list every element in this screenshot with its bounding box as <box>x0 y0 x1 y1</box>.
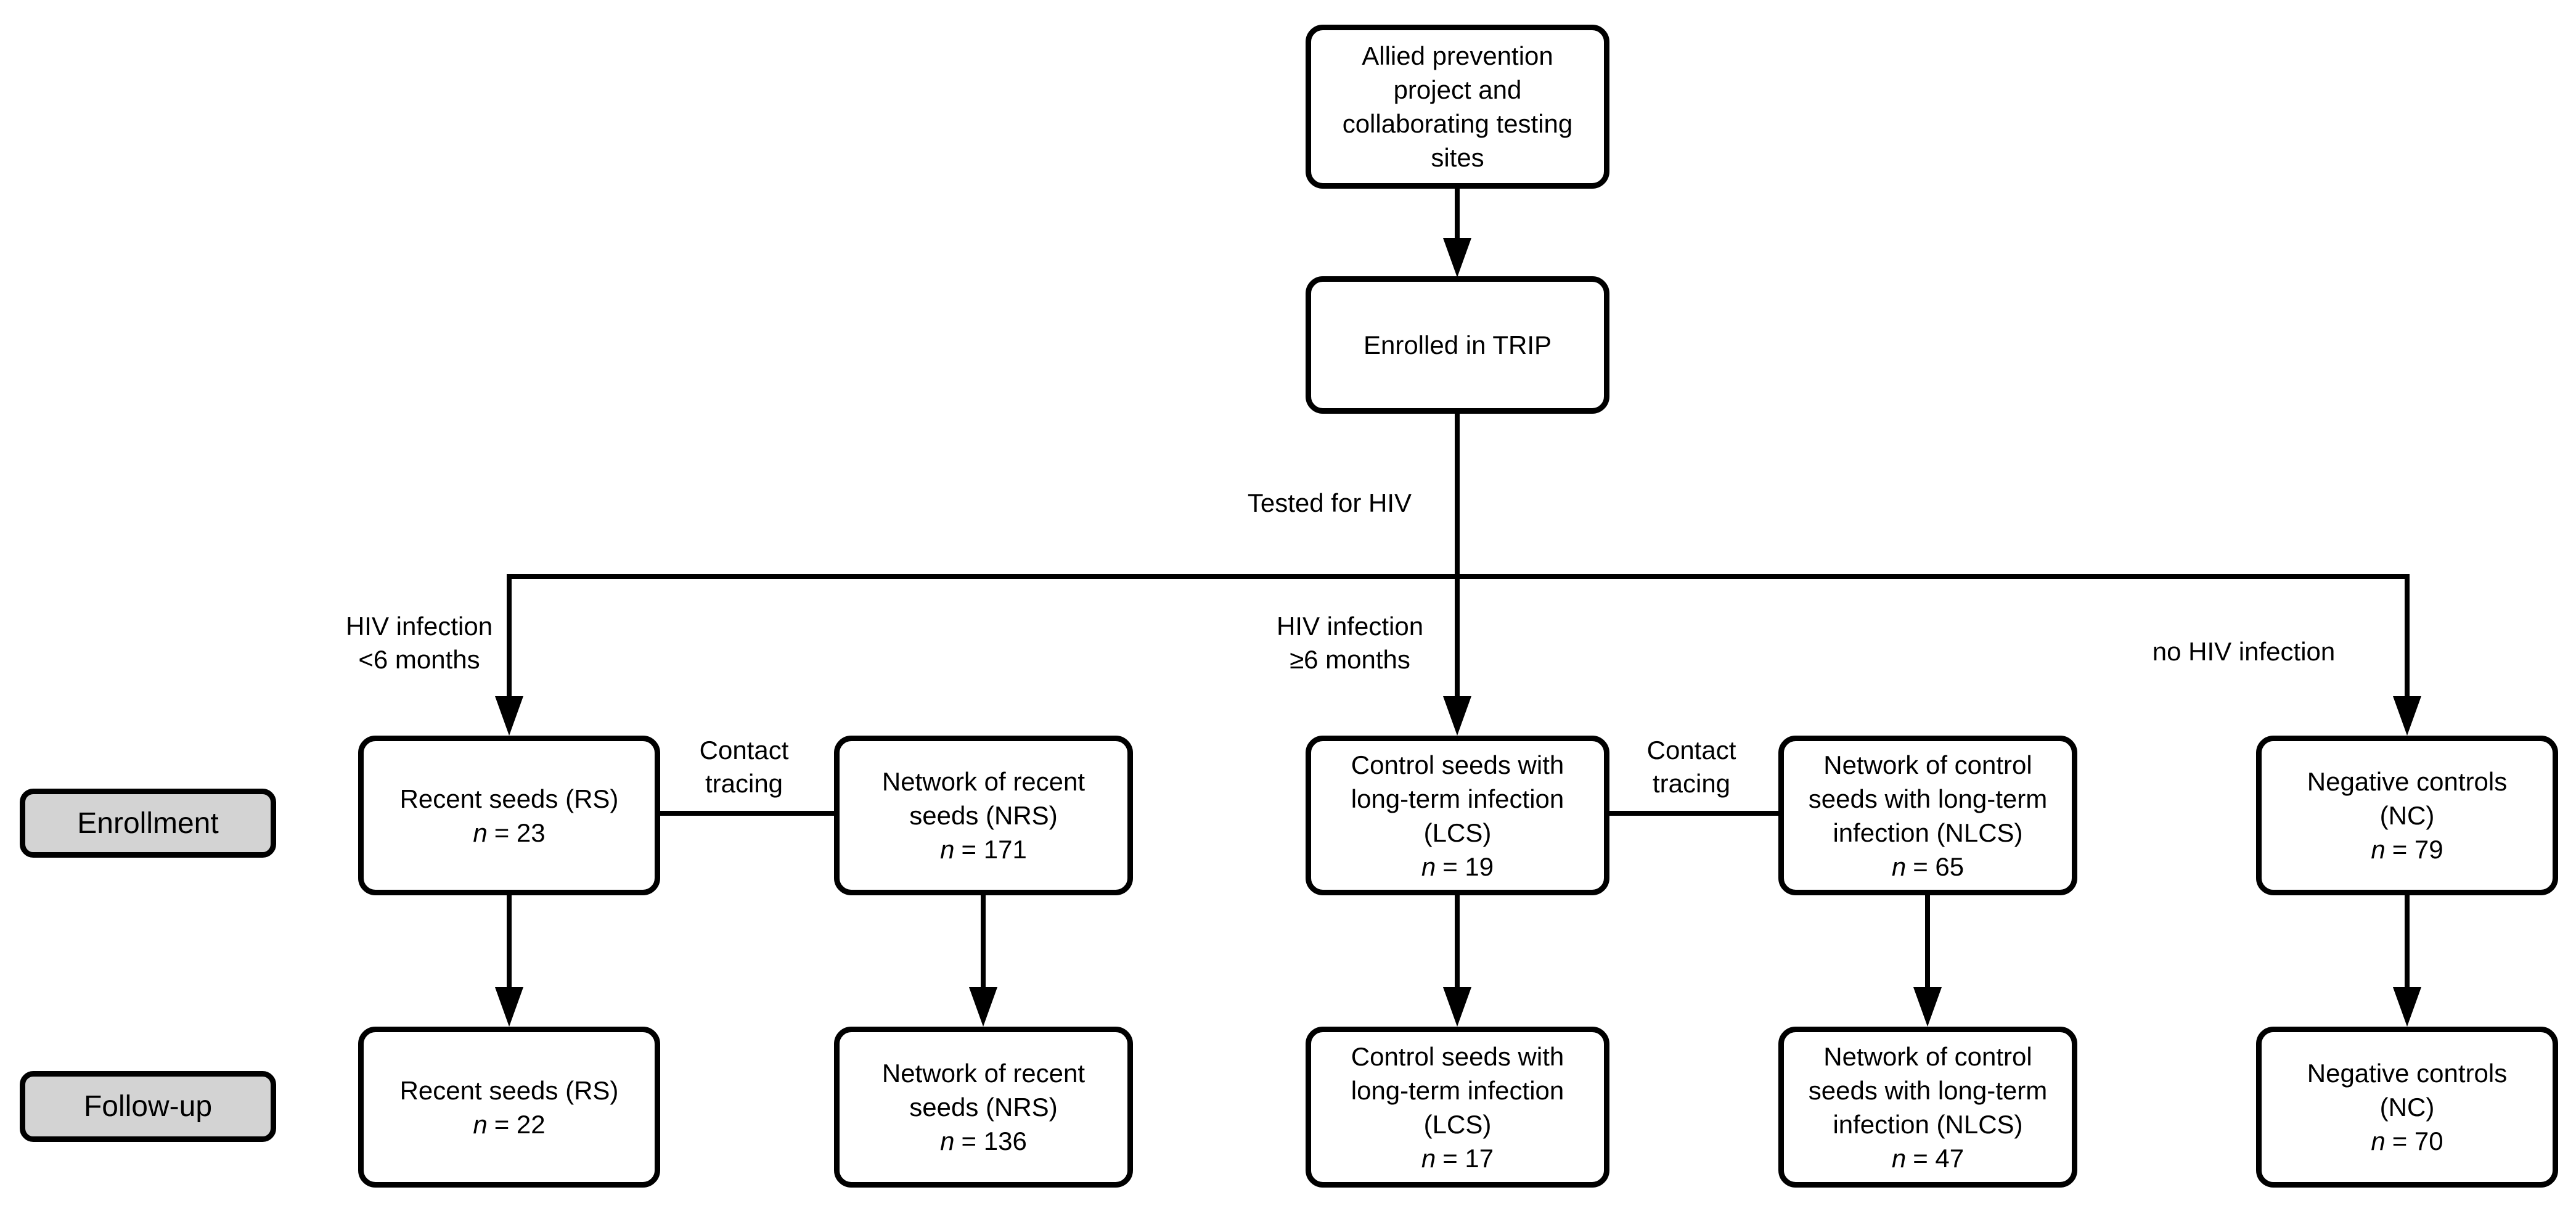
connector-contact-tracing-left <box>660 811 834 816</box>
stage-label-text: Enrollment <box>77 807 219 840</box>
stage-label-followup: Follow-up <box>20 1071 276 1142</box>
arrow-down-icon <box>1443 238 1471 277</box>
arrow-down-icon <box>2393 987 2421 1027</box>
edge-label-no-hiv-infection: no HIV infection <box>2152 637 2336 666</box>
stage-label-enrollment: Enrollment <box>20 789 276 858</box>
node-count: n= 79 <box>2371 832 2443 866</box>
node-label: Network of control seeds with long-term … <box>1808 1041 2048 1139</box>
connector-branch-recent <box>507 574 512 696</box>
node-enrollment-nc: Negative controls (NC) n= 79 <box>2256 736 2558 895</box>
node-label: Control seeds with long-term infection (… <box>1351 1041 1564 1139</box>
node-label: Negative controls (NC) <box>2307 1059 2508 1122</box>
node-followup-rs: Recent seeds (RS) n= 22 <box>358 1027 660 1188</box>
node-count: n= 19 <box>1421 850 1494 884</box>
stage-label-text: Follow-up <box>83 1090 213 1123</box>
node-count: n= 17 <box>1421 1141 1494 1175</box>
n-symbol: n <box>2371 1127 2386 1156</box>
edge-label-contact-tracing-left: Contact tracing <box>699 736 789 798</box>
node-followup-lcs: Control seeds with long-term infection (… <box>1306 1027 1609 1188</box>
node-count: n= 47 <box>1892 1141 1964 1175</box>
connector-enrolled-lcs <box>1455 414 1460 697</box>
arrow-down-icon <box>495 696 523 736</box>
node-count: n= 171 <box>940 832 1027 866</box>
arrow-down-icon <box>1913 987 1942 1027</box>
node-enrolled-in-trip: Enrolled in TRIP <box>1306 276 1609 414</box>
connector-root-enrolled <box>1455 189 1460 240</box>
edge-label-contact-tracing-right: Contact tracing <box>1646 736 1736 798</box>
n-value: = 17 <box>1442 1143 1494 1173</box>
n-value: = 19 <box>1442 852 1494 881</box>
n-symbol: n <box>473 818 488 847</box>
node-followup-nc: Negative controls (NC) n= 70 <box>2256 1027 2558 1188</box>
n-value: = 65 <box>1913 852 1965 881</box>
n-value: = 136 <box>961 1127 1027 1156</box>
arrow-down-icon <box>969 987 997 1027</box>
n-symbol: n <box>2371 835 2386 864</box>
n-symbol: n <box>1421 852 1436 881</box>
arrow-down-icon <box>1443 696 1471 736</box>
n-symbol: n <box>1891 1143 1907 1173</box>
node-count: n= 136 <box>940 1124 1027 1158</box>
node-followup-nrs: Network of recent seeds (NRS) n= 136 <box>834 1027 1133 1188</box>
node-enrollment-nrs: Network of recent seeds (NRS) n= 171 <box>834 736 1133 895</box>
node-enrollment-nlcs: Network of control seeds with long-term … <box>1778 736 2077 895</box>
n-value: = 47 <box>1913 1143 1965 1173</box>
n-symbol: n <box>473 1109 488 1139</box>
node-enrollment-rs: Recent seeds (RS) n= 23 <box>358 736 660 895</box>
node-label: Network of control seeds with long-term … <box>1808 750 2048 847</box>
node-count: n= 23 <box>473 816 545 850</box>
edge-label-hiv-infection-ge6: HIV infection ≥6 months <box>1276 612 1424 674</box>
n-value: = 22 <box>494 1109 546 1139</box>
node-label: Negative controls (NC) <box>2307 767 2508 830</box>
node-followup-nlcs: Network of control seeds with long-term … <box>1778 1027 2077 1188</box>
connector-branch-horizontal <box>507 574 2409 579</box>
arrow-down-icon <box>1443 987 1471 1027</box>
n-value: = 79 <box>2392 835 2443 864</box>
n-value: = 23 <box>494 818 546 847</box>
n-value: = 70 <box>2392 1127 2443 1156</box>
node-root-sites: Allied prevention project and collaborat… <box>1306 25 1609 189</box>
node-enrollment-lcs: Control seeds with long-term infection (… <box>1306 736 1609 895</box>
connector-nrs-followup <box>981 895 986 987</box>
n-symbol: n <box>940 1127 955 1156</box>
connector-contact-tracing-right <box>1609 811 1778 816</box>
connector-rs-followup <box>507 895 512 987</box>
node-count: n= 70 <box>2371 1124 2443 1158</box>
node-label: Network of recent seeds (NRS) <box>881 767 1086 830</box>
n-symbol: n <box>1891 852 1907 881</box>
node-count: n= 22 <box>473 1107 545 1141</box>
node-label: Network of recent seeds (NRS) <box>881 1059 1086 1122</box>
connector-nc-followup <box>2405 895 2410 987</box>
connector-lcs-followup <box>1455 895 1460 987</box>
n-symbol: n <box>1421 1143 1436 1173</box>
node-label: Allied prevention project and collaborat… <box>1342 41 1573 172</box>
node-count: n= 65 <box>1892 850 1964 884</box>
node-label: Recent seeds (RS) <box>399 1075 619 1105</box>
node-label: Enrolled in TRIP <box>1363 330 1552 359</box>
n-symbol: n <box>940 835 955 864</box>
connector-nlcs-followup <box>1925 895 1930 987</box>
connector-branch-negative <box>2405 574 2410 696</box>
n-value: = 171 <box>961 835 1027 864</box>
node-label: Control seeds with long-term infection (… <box>1351 750 1564 847</box>
arrow-down-icon <box>2393 696 2421 736</box>
edge-label-tested-for-hiv: Tested for HIV <box>1247 488 1412 517</box>
arrow-down-icon <box>495 987 523 1027</box>
edge-label-hiv-infection-lt6: HIV infection <6 months <box>345 612 493 674</box>
node-label: Recent seeds (RS) <box>399 784 619 813</box>
